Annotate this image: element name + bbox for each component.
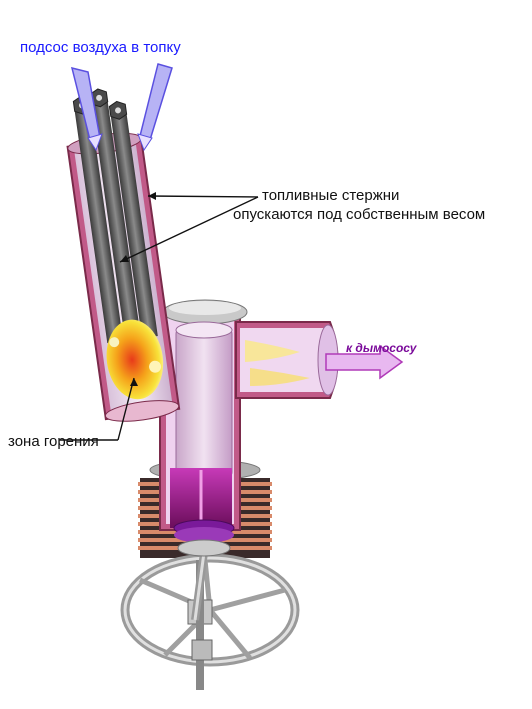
exhaust-pipe (235, 321, 339, 399)
engine-cylinder (159, 299, 248, 557)
exhaust-label: к дымососу (346, 341, 417, 355)
air-intake-arrows (70, 63, 173, 152)
fuel-rods-label-line2: опускаются под собственным весом (233, 206, 486, 223)
exhaust-arrow (325, 344, 404, 380)
fuel-tube (66, 88, 181, 422)
flywheel-icon (120, 553, 300, 690)
leader-arrowheads (120, 192, 156, 386)
connecting-rod (191, 544, 209, 621)
combustion-zone-label: зона горения (8, 433, 99, 450)
leader-lines (60, 195, 259, 441)
fuel-rods-label-line1: топливные стержни (262, 187, 400, 204)
air-intake-label: подсос воздуха в топку (20, 39, 181, 56)
flame-icon (106, 319, 164, 400)
